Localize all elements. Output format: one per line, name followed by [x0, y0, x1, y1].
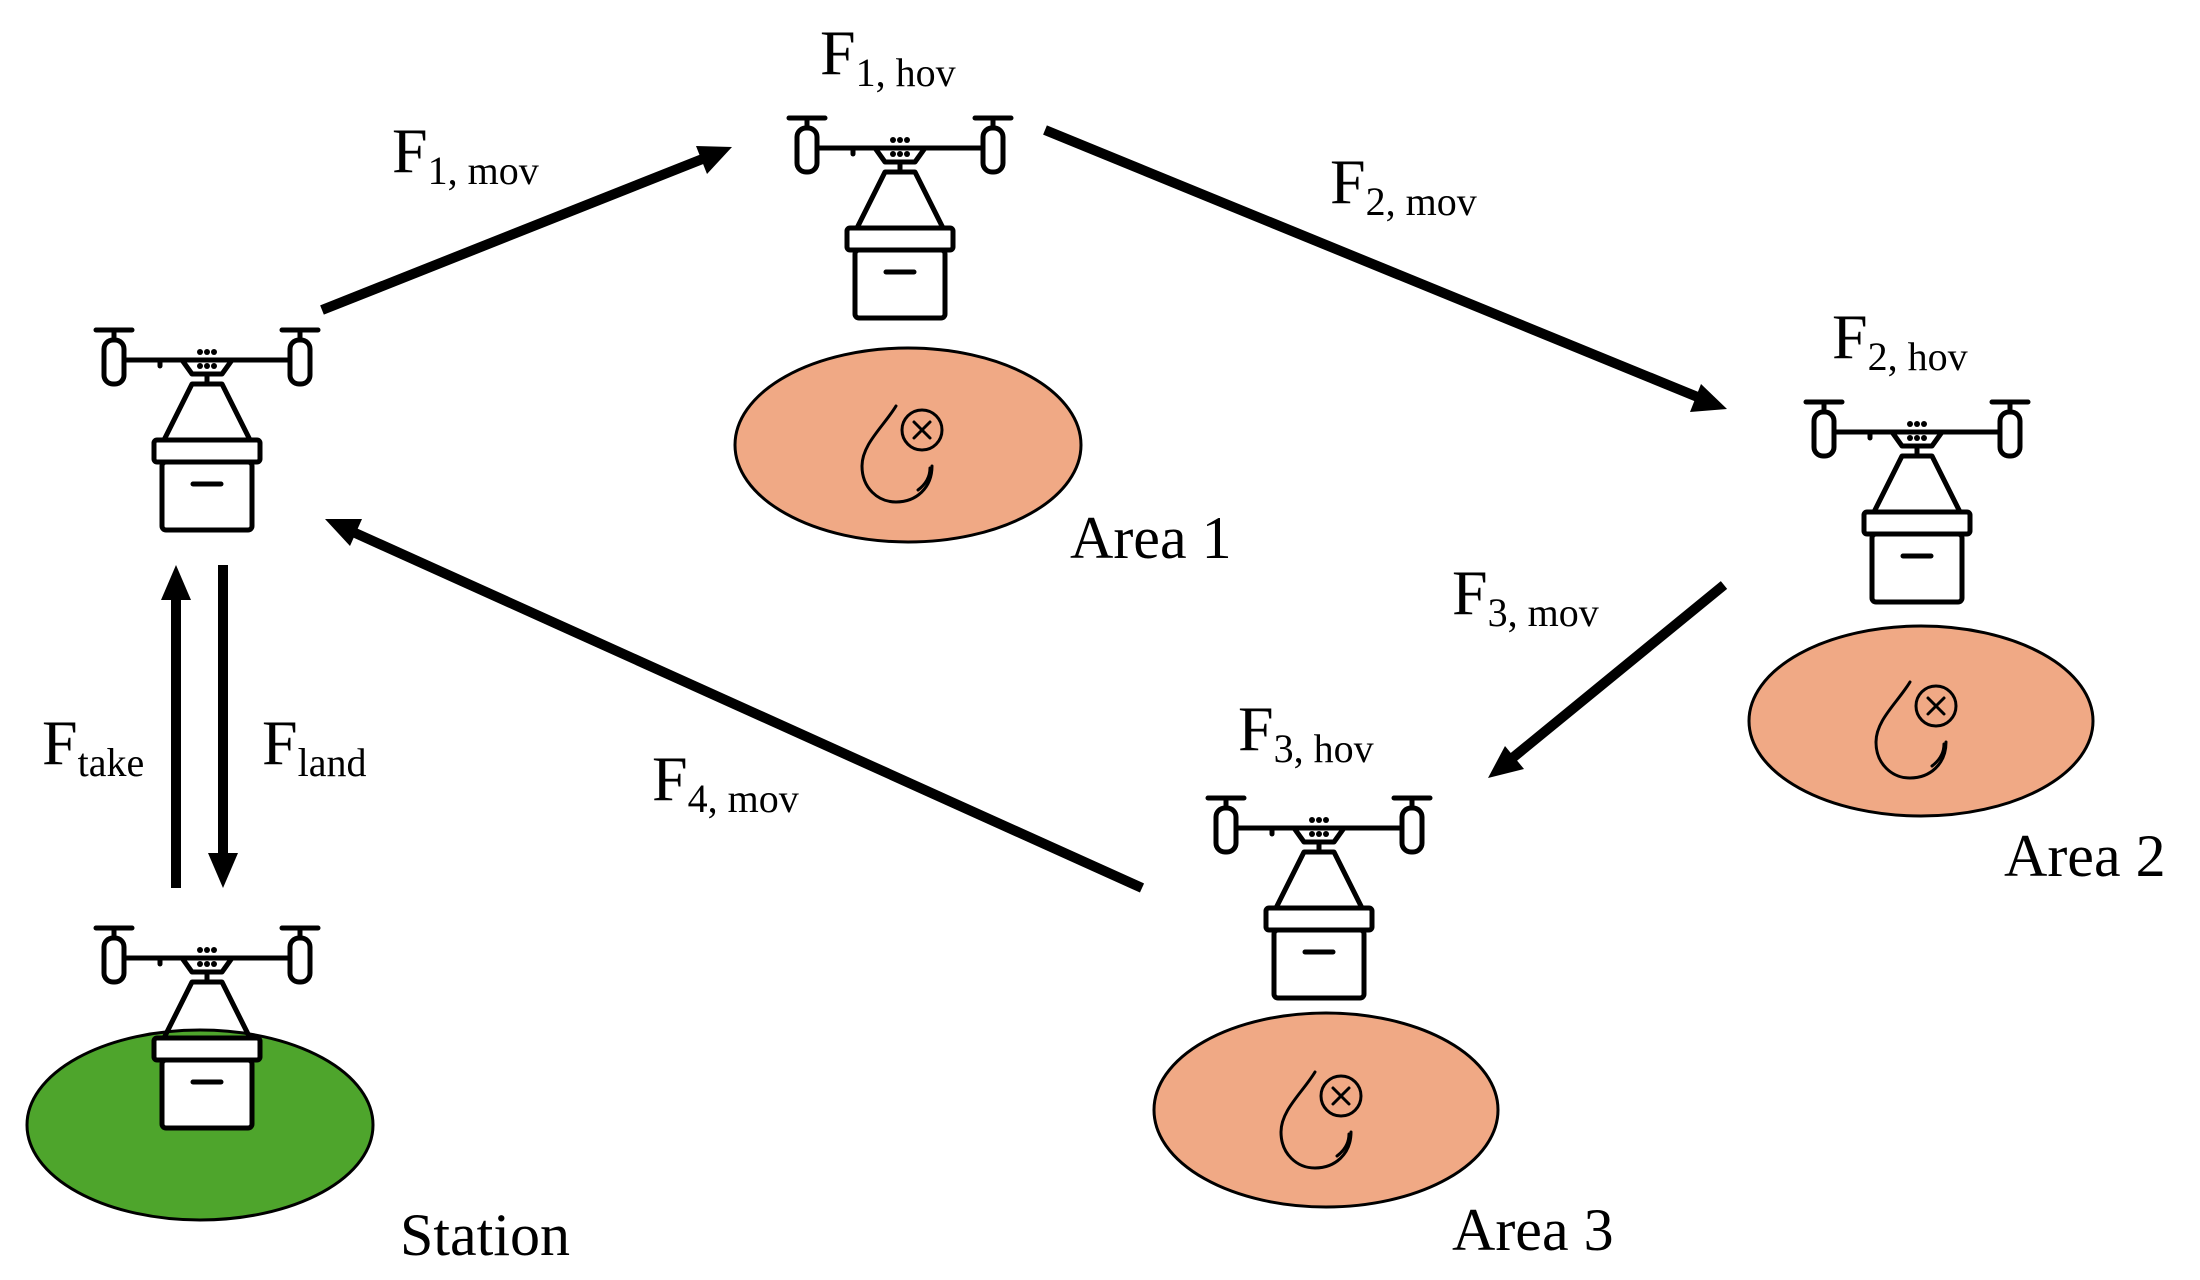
area1-name: Area 1 — [1070, 505, 1232, 571]
landing-arrow — [208, 565, 238, 888]
area2-zone — [1747, 624, 2095, 818]
move1-arrow — [320, 146, 732, 315]
area3-zone — [1152, 1011, 1500, 1209]
move2-arrow — [1043, 125, 1727, 412]
takeoff-label: Ftake — [42, 707, 144, 785]
move4-label: F4, mov — [652, 743, 799, 821]
move3-arrow — [1488, 581, 1728, 778]
move4-arrow — [325, 519, 1145, 893]
delivery-drone-icon — [1208, 798, 1430, 998]
area3-name: Area 3 — [1452, 1197, 1614, 1263]
move3-label: F3, mov — [1452, 557, 1599, 635]
hover1-label: F1, hov — [820, 17, 956, 95]
hover3-label: F3, hov — [1238, 693, 1374, 771]
delivery-drone-icon — [1806, 402, 2028, 602]
landing-label: Fland — [262, 707, 366, 785]
area2-name: Area 2 — [2004, 823, 2166, 889]
hover2-label: F2, hov — [1832, 301, 1968, 379]
station-name: Station — [400, 1202, 570, 1268]
takeoff-arrow — [161, 565, 191, 888]
delivery-drone-icon — [96, 330, 318, 530]
move1-label: F1, mov — [392, 115, 539, 193]
area1-zone — [733, 346, 1083, 544]
move2-label: F2, mov — [1330, 146, 1477, 224]
delivery-drone-icon — [789, 118, 1011, 318]
